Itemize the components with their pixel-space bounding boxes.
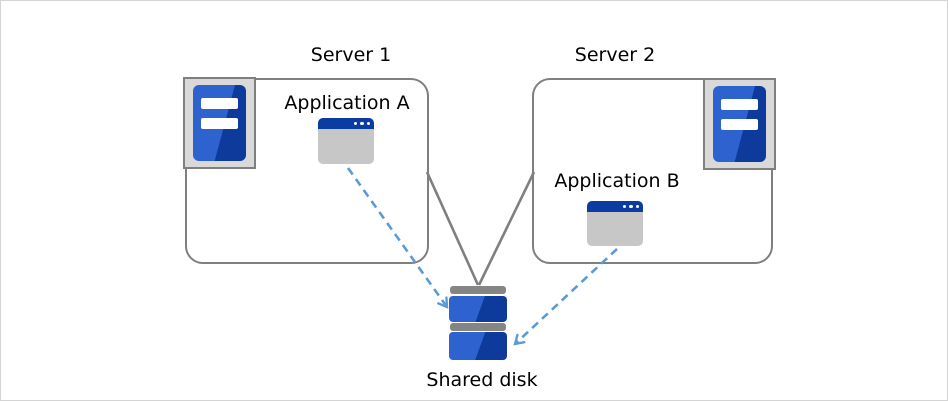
shared-disk-label: Shared disk xyxy=(426,369,538,391)
window-dot xyxy=(622,204,627,209)
server-slot-bar xyxy=(721,119,758,130)
server-tower-icon xyxy=(713,86,766,162)
application-b-label: Application B xyxy=(554,170,680,192)
app-window-titlebar xyxy=(318,118,374,129)
disk-body xyxy=(449,296,507,322)
server-slot-bar xyxy=(201,98,238,109)
server1-to-disk-line xyxy=(425,171,480,286)
disk-stack-icon xyxy=(449,286,507,360)
disk-cap xyxy=(450,286,506,294)
disk-body xyxy=(449,332,507,360)
server2-icon-frame xyxy=(703,78,776,170)
disk-cap xyxy=(450,323,506,331)
app-window-icon xyxy=(318,118,374,164)
application-a-label: Application A xyxy=(284,92,410,114)
app-window-icon xyxy=(587,201,643,246)
window-dot xyxy=(366,121,370,126)
window-dot xyxy=(629,204,633,209)
window-dot xyxy=(360,121,364,126)
server-slot-bar xyxy=(721,99,758,110)
server1-label: Server 1 xyxy=(310,44,392,66)
server2-label: Server 2 xyxy=(574,44,656,66)
server-tower-icon xyxy=(193,85,246,161)
server1-icon-frame xyxy=(183,77,256,169)
app-window-titlebar xyxy=(587,201,643,212)
window-dot xyxy=(353,121,358,126)
server-slot-bar xyxy=(201,118,238,129)
window-dot xyxy=(635,204,639,209)
